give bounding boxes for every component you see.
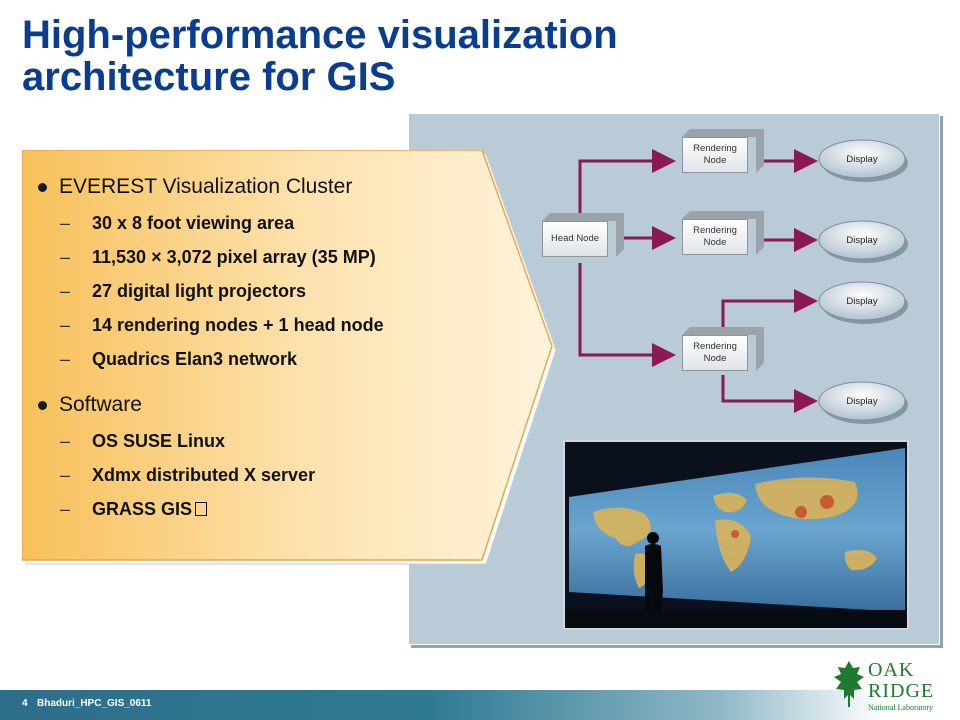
sub-item-text: 27 digital light projectors xyxy=(92,280,307,301)
rendering-node-label: Rendering Node xyxy=(682,335,748,371)
bullet-cluster-label: EVEREST Visualization Cluster xyxy=(59,175,353,198)
missing-glyph-box-icon xyxy=(195,502,208,516)
dash-icon: – xyxy=(60,498,71,519)
connector-render-3-to-display-4 xyxy=(721,375,818,413)
ornl-logo: OAK RIDGE National Laboratory xyxy=(832,655,944,715)
oak-leaf-icon xyxy=(834,661,864,707)
rendering-node-3: Rendering Node xyxy=(682,327,756,371)
connector-head-to-render-1 xyxy=(578,149,676,225)
slide-title-line-2: architecture for GIS xyxy=(22,55,396,99)
bullet-software: Software xyxy=(38,390,508,420)
page-number: 4 xyxy=(22,698,28,709)
dash-icon: – xyxy=(60,464,71,485)
slide-title: High-performance visualization architect… xyxy=(22,14,782,98)
sub-item-text: Xdmx distributed X server xyxy=(92,464,316,485)
display-3: Display xyxy=(846,295,878,307)
bullet-software-label: Software xyxy=(59,393,142,416)
dash-icon: – xyxy=(60,246,71,267)
logo-subtitle: National Laboratory xyxy=(868,703,934,712)
sub-item: –27 digital light projectors xyxy=(38,274,508,308)
display-wall-image xyxy=(565,442,907,628)
sub-item: –14 rendering nodes + 1 head node xyxy=(38,308,508,342)
bullet-cluster: EVEREST Visualization Cluster xyxy=(38,172,508,202)
footer-code: Bhaduri_HPC_GIS_0611 xyxy=(37,698,152,709)
sub-item: –Xdmx distributed X server xyxy=(38,458,508,492)
sub-item-text: GRASS GIS xyxy=(92,498,193,519)
rendering-node-label: Rendering Node xyxy=(682,137,748,173)
logo-ridge-text: RIDGE xyxy=(868,680,935,702)
logo-oak-text: OAK xyxy=(868,659,915,681)
rendering-node-1: Rendering Node xyxy=(682,129,756,173)
sub-item: –Quadrics Elan3 network xyxy=(38,342,508,376)
display-1: Display xyxy=(846,153,878,165)
rendering-node-label: Rendering Node xyxy=(682,219,748,255)
dash-icon: – xyxy=(60,280,71,301)
sub-item-text: Quadrics Elan3 network xyxy=(92,348,298,369)
callout-arrow xyxy=(22,150,557,565)
sub-item: –11,530 × 3,072 pixel array (35 MP) xyxy=(38,240,508,274)
connector-render-3-to-display-3 xyxy=(721,289,818,328)
sub-item-text: 30 x 8 foot viewing area xyxy=(92,212,295,233)
display-wall-photo xyxy=(563,440,909,630)
display-4: Display xyxy=(846,395,878,407)
sub-item-text: 11,530 × 3,072 pixel array (35 MP) xyxy=(92,246,376,267)
head-node: Head Node xyxy=(542,213,616,257)
callout-content: EVEREST Visualization Cluster –30 x 8 fo… xyxy=(38,172,508,526)
sub-item-text: OS SUSE Linux xyxy=(92,430,226,451)
connector-head-to-render-3 xyxy=(578,263,676,367)
dash-icon: – xyxy=(60,212,71,233)
slide-title-line-1: High-performance visualization xyxy=(22,13,618,57)
sub-item: –OS SUSE Linux xyxy=(38,424,508,458)
sub-item: –GRASS GIS xyxy=(38,492,508,526)
rendering-node-2: Rendering Node xyxy=(682,211,756,255)
sub-item: –30 x 8 foot viewing area xyxy=(38,206,508,240)
footer-bar: 4 Bhaduri_HPC_GIS_0611 xyxy=(0,690,960,720)
bullet-dot-icon xyxy=(38,400,47,410)
head-node-label: Head Node xyxy=(542,221,608,257)
dash-icon: – xyxy=(60,430,71,451)
architecture-diagram xyxy=(542,129,908,424)
bullet-dot-icon xyxy=(38,182,47,192)
sub-item-text: 14 rendering nodes + 1 head node xyxy=(92,314,384,335)
display-2: Display xyxy=(846,234,878,246)
dash-icon: – xyxy=(60,314,71,335)
dash-icon: – xyxy=(60,348,71,369)
